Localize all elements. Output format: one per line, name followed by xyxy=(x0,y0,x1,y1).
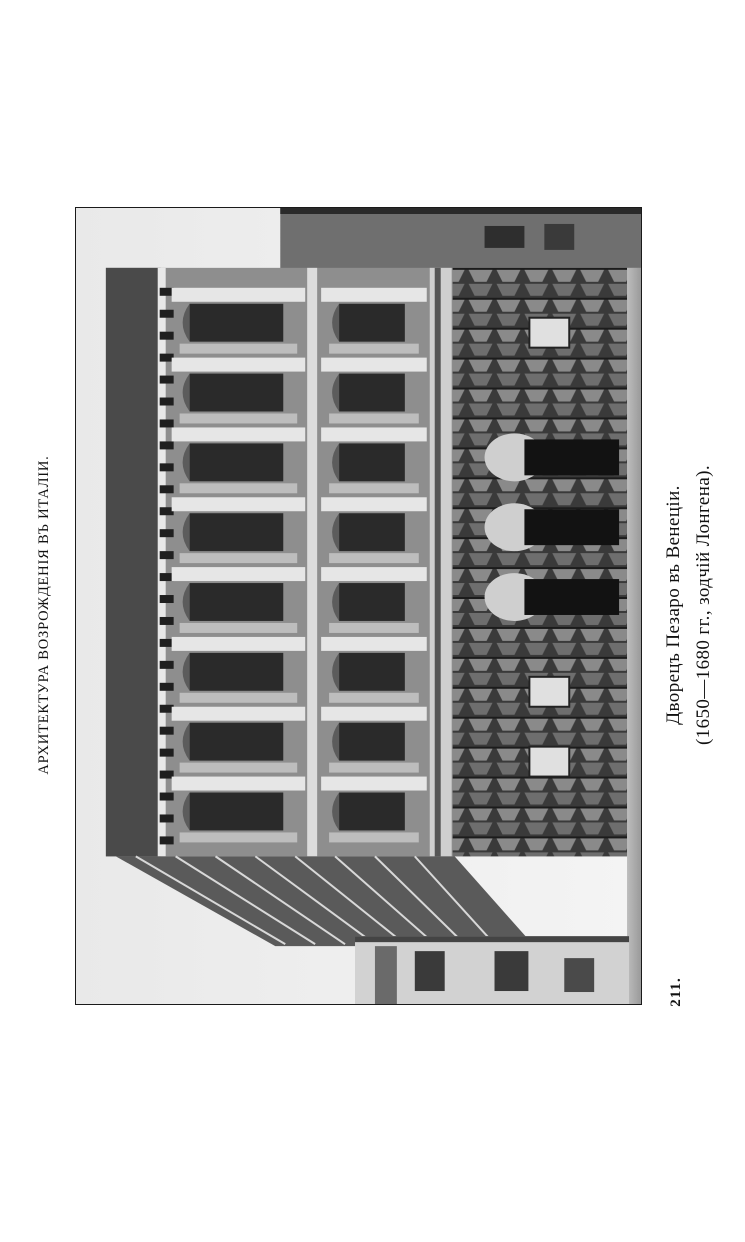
plate-photograph xyxy=(75,207,642,1005)
palazzo-pesaro-photo xyxy=(76,208,641,1004)
running-header: АРХИТЕКТУРА ВОЗРОЖДЕНІЯ ВЪ ИТАЛІИ. xyxy=(36,455,52,775)
plate-number: 211. xyxy=(668,977,684,1007)
plate-caption-subtitle: (1650—1680 гг., зодчій Лонгена). xyxy=(693,464,714,746)
plate-caption-title: Дворецъ Пезаро въ Венеціи. xyxy=(663,485,684,725)
